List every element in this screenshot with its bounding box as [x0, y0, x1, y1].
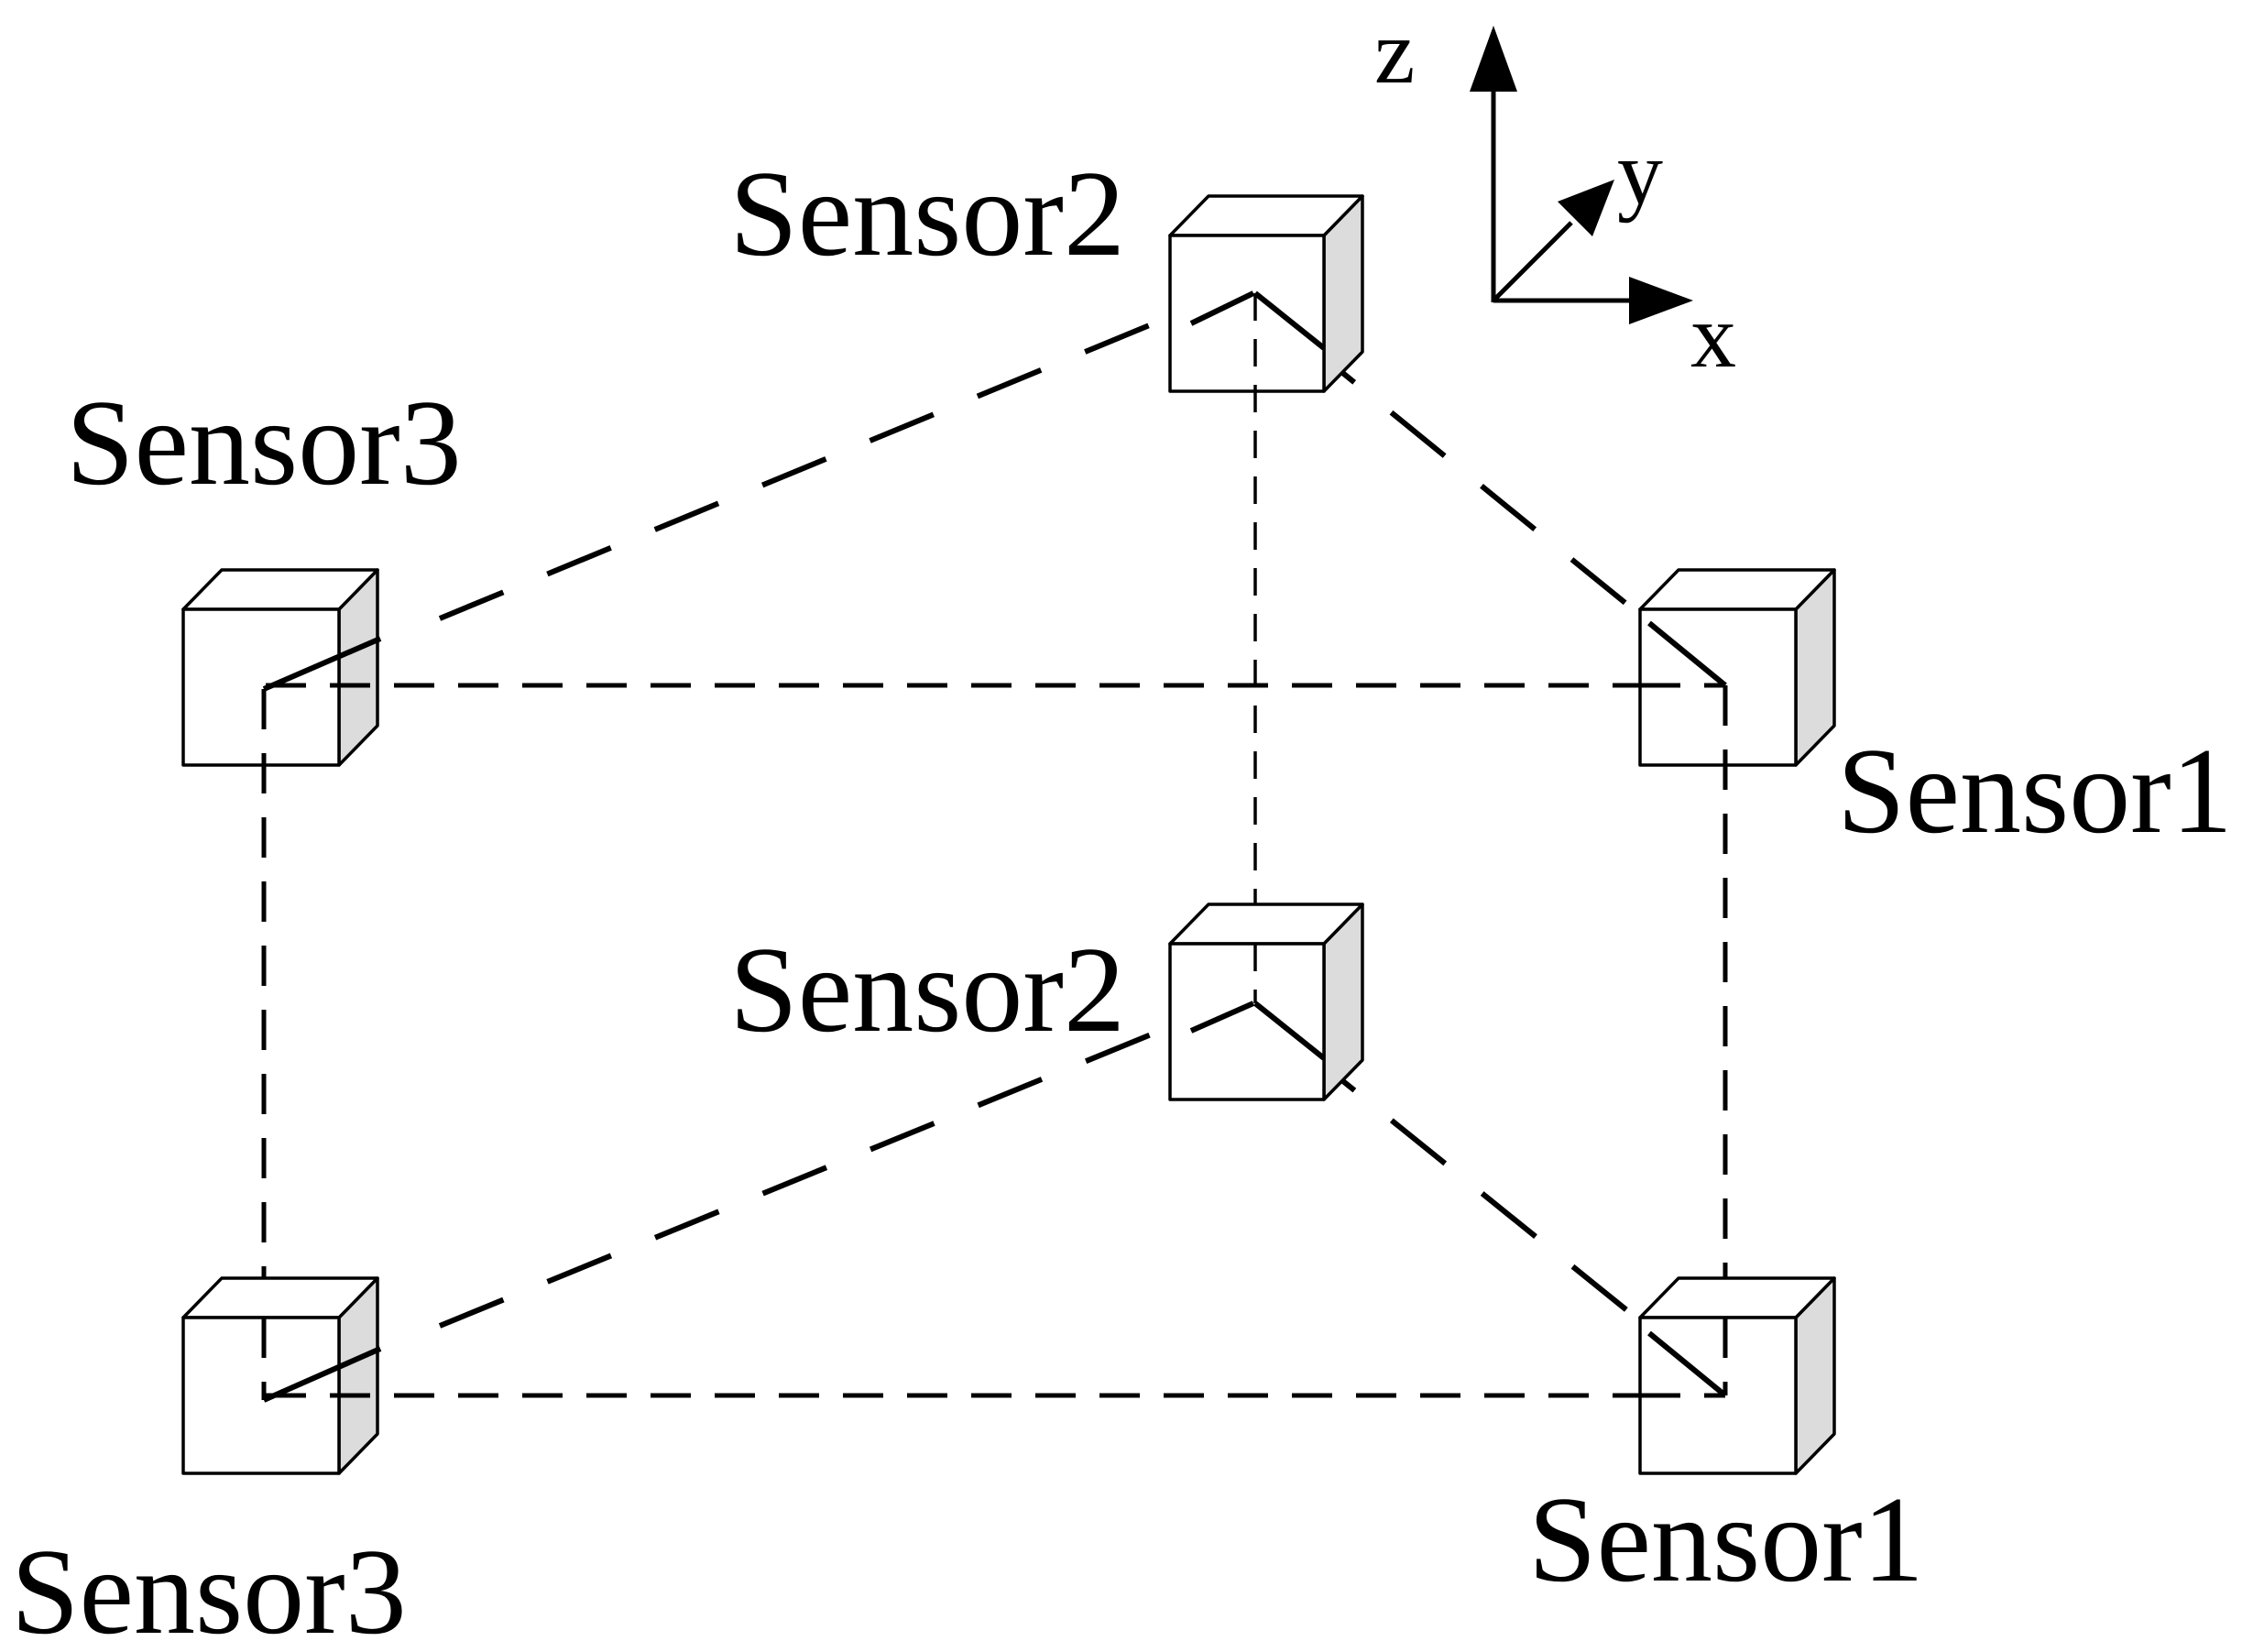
connection-lines [261, 290, 1728, 1403]
x-axis-arrow-icon [1629, 277, 1693, 324]
coordinate-axes: z y x [1374, 1, 1736, 387]
y-axis-label: y [1617, 122, 1663, 224]
label-bottom-sensor1: Sensor1 [1528, 1471, 1924, 1607]
label-bottom-sensor3: Sensor3 [11, 1524, 407, 1652]
line-bottom-sensor3-to-sensor2 [438, 1010, 1207, 1329]
sensor-labels: Sensor2 Sensor3 Sensor1 Sensor2 Sensor3 … [11, 146, 2233, 1652]
line-top-sensor3-to-sensor2 [438, 300, 1207, 621]
overlay-bottom-sensor1-solid [1647, 1330, 1727, 1398]
y-axis-arrow-icon [1558, 180, 1614, 236]
z-axis-label: z [1374, 1, 1415, 103]
overlay-top-sensor2-solid2 [1253, 290, 1326, 351]
overlay-bottom-sensor3-solid [262, 1346, 382, 1403]
cube-top-sensor3 [181, 568, 379, 767]
overlay-bottom-sensor2-solid2 [1253, 1001, 1326, 1061]
line-bottom-sensor2-to-sensor1 [1299, 1045, 1697, 1368]
overlay-lines [261, 290, 1728, 1403]
x-axis-label: x [1690, 285, 1736, 387]
cube-bottom-sensor1 [1638, 1276, 1836, 1475]
line-top-sensor2-to-sensor1 [1299, 336, 1697, 662]
label-top-sensor3: Sensor3 [66, 375, 462, 510]
overlay-top-sensor2-solid [1189, 290, 1255, 326]
cube-top-sensor2 [1168, 194, 1364, 393]
z-axis-arrow-icon [1470, 26, 1517, 92]
cube-bottom-sensor3 [181, 1276, 379, 1475]
label-top-sensor2: Sensor2 [729, 146, 1125, 281]
cubes [181, 194, 1836, 1475]
cube-top-sensor1 [1638, 568, 1836, 767]
y-axis-line [1492, 221, 1573, 302]
overlay-top-sensor1-solid [1647, 620, 1727, 688]
label-top-sensor1: Sensor1 [1837, 723, 2233, 859]
overlay-bottom-sensor2-solid [1189, 1001, 1255, 1034]
label-bottom-sensor2: Sensor2 [729, 922, 1125, 1057]
overlay-top-sensor3-solid [262, 636, 382, 692]
cube-bottom-sensor2 [1168, 903, 1364, 1101]
